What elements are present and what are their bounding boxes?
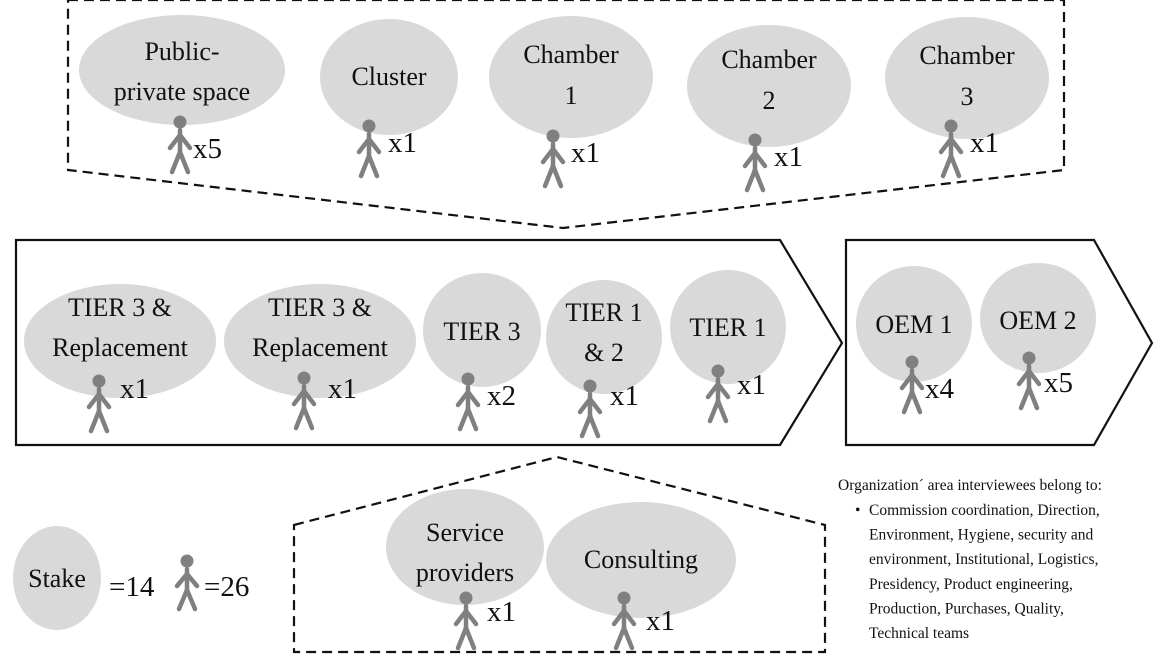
middle-group-stakeholder: TIER 3 & Replacement x1: [224, 284, 416, 431]
stakeholder-label: TIER 3: [443, 317, 520, 346]
interviewee-count: x5: [193, 133, 222, 165]
stakeholder-label: TIER 3 &: [68, 293, 172, 322]
top-group-stakeholder: Chamber 1 x1: [489, 16, 653, 189]
oem-group-frame: [844, 238, 1154, 447]
stakeholder-label: Service: [426, 518, 504, 547]
interviewee-count: x1: [328, 373, 357, 405]
bottom-group-stakeholder: Consulting x1: [546, 502, 736, 651]
stakeholder-label: OEM 2: [999, 306, 1076, 335]
notes-line: environment, Institutional, Logistics,: [869, 551, 1098, 568]
person-icon: [455, 372, 481, 432]
legend-stake-total: =14: [109, 571, 155, 603]
stakeholder-label: TIER 1: [565, 298, 642, 327]
middle-group-stakeholder: TIER 1 & 2 x1: [546, 280, 662, 439]
legend-stake-ellipse: [13, 526, 101, 630]
person-icon: [611, 591, 637, 651]
stakeholder-label: Chamber: [721, 45, 817, 74]
stakeholder-label: Public-: [144, 37, 219, 66]
person-icon: [453, 591, 479, 651]
stakeholder-ellipse: [670, 270, 786, 384]
person-icon: [938, 119, 964, 179]
stakeholder-ellipse: [386, 489, 544, 605]
top-group-stakeholder: Cluster x1: [320, 19, 458, 179]
middle-group-stakeholder: TIER 1 x1: [670, 270, 786, 424]
stakeholder-label: Chamber: [523, 40, 619, 69]
notes-line: Commission coordination, Direction,: [869, 502, 1100, 519]
person-icon: [86, 374, 112, 434]
interviewee-count: x1: [970, 127, 999, 159]
bottom-group-stakeholder: Service providers x1: [386, 489, 544, 651]
stakeholder-ellipse: [224, 284, 416, 398]
notes-line: Environment, Hygiene, security and: [869, 527, 1094, 544]
notes-line: Production, Purchases, Quality,: [869, 600, 1064, 617]
stakeholder-label: TIER 1: [689, 313, 766, 342]
interviewee-count: x1: [646, 605, 675, 637]
stakeholder-label: Chamber: [919, 41, 1015, 70]
stakeholder-label: Cluster: [351, 62, 426, 91]
oem-group-stakeholder: OEM 1 x4: [856, 266, 972, 415]
stakeholder-label: Replacement: [252, 333, 388, 362]
interviewee-count: x5: [1044, 367, 1073, 399]
notes-line: Presidency, Product engineering,: [869, 576, 1073, 593]
stakeholder-ellipse: [687, 25, 851, 147]
stakeholder-label: Replacement: [52, 333, 188, 362]
stakeholder-ellipse: [546, 280, 662, 394]
notes-bullet: •: [855, 502, 860, 519]
stakeholder-ellipse: [423, 273, 541, 387]
top-group-stakeholder: Public-private space x5: [79, 15, 285, 175]
middle-group-frame: [14, 238, 844, 447]
stakeholder-label: 3: [961, 82, 974, 111]
interviewee-count: x1: [487, 596, 516, 628]
person-icon: [540, 129, 566, 189]
interviewee-count: x1: [120, 373, 149, 405]
stakeholder-ellipse: [320, 19, 458, 135]
stakeholder-label: 1: [565, 81, 578, 110]
stakeholder-label: 2: [763, 86, 776, 115]
legend-person-icon: [174, 554, 200, 612]
top-group-stakeholder: Chamber 2 x1: [687, 25, 851, 193]
bottom-group-frame: [292, 455, 827, 654]
middle-group-stakeholder: TIER 3 & Replacement x1: [24, 284, 216, 434]
person-icon: [291, 371, 317, 431]
interviewee-count: x1: [774, 141, 803, 173]
person-icon: [577, 379, 603, 439]
stakeholder-ellipse: [885, 17, 1049, 139]
legend-person-total: =26: [204, 571, 249, 603]
person-icon: [742, 133, 768, 193]
stakeholder-label: private space: [114, 77, 250, 106]
stakeholder-ellipse: [79, 15, 285, 125]
stakeholder-ellipse: [24, 284, 216, 398]
interviewee-count: x1: [388, 127, 417, 159]
legend-stake-label: Stake: [28, 564, 86, 593]
stakeholder-ellipse: [546, 502, 736, 618]
person-icon: [1016, 351, 1042, 411]
interviewee-count: x1: [737, 369, 766, 401]
top-group-stakeholder: Chamber 3 x1: [885, 17, 1049, 179]
person-icon: [899, 355, 925, 415]
interviewee-count: x4: [925, 373, 955, 405]
stakeholder-label: TIER 3 &: [268, 293, 372, 322]
top-group-frame: [66, 0, 1066, 230]
notes-heading: Organization´ area interviewees belong t…: [838, 477, 1102, 494]
stakeholder-ellipse: [980, 263, 1096, 373]
interviewee-count: x2: [487, 380, 516, 412]
interviewee-count: x1: [571, 137, 600, 169]
stakeholder-label: OEM 1: [875, 310, 952, 339]
stakeholder-ellipse: [856, 266, 972, 382]
stakeholder-label: Consulting: [584, 545, 698, 574]
stakeholder-ellipse: [489, 16, 653, 138]
stakeholder-label: & 2: [584, 338, 624, 367]
interviewee-count: x1: [610, 380, 639, 412]
notes-line: Technical teams: [869, 625, 969, 642]
person-icon: [356, 119, 382, 179]
oem-group-stakeholder: OEM 2 x5: [980, 263, 1096, 411]
middle-group-stakeholder: TIER 3 x2: [423, 273, 541, 432]
person-icon: [705, 364, 731, 424]
person-icon: [167, 115, 193, 175]
stakeholder-label: providers: [416, 558, 514, 587]
